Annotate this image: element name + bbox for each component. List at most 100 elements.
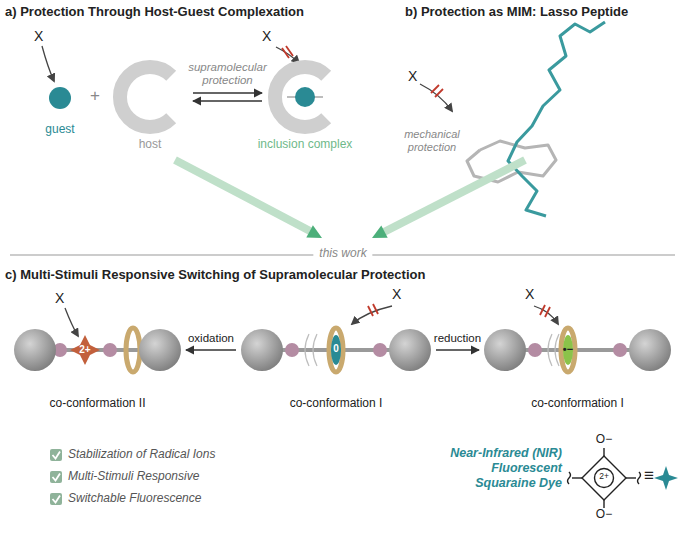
edge-label: reduction (434, 332, 481, 344)
connector-line (186, 349, 236, 350)
svg-polyline (53, 474, 61, 481)
annotation-label: Stabilization of Radical Ions (68, 448, 215, 462)
block-bars (282, 46, 293, 58)
connector-line (193, 92, 262, 93)
svg-line (572, 477, 582, 478)
svg-ellipse (126, 328, 140, 372)
blocked-arrow (420, 84, 452, 111)
annotation-label: 2+ (79, 344, 90, 356)
svg-circle (389, 329, 431, 371)
node-label: co-conformation I (531, 396, 624, 410)
merge-arrowhead (372, 225, 388, 238)
blocked-arrow (352, 306, 392, 324)
host-macrocycle: inclusion complex (267, 59, 343, 135)
attack-arrow (42, 46, 54, 81)
annotation-label: 0 (333, 343, 339, 355)
reagent-label: X (34, 28, 43, 44)
node-shape (112, 59, 188, 135)
annotation-label: Near-Infrared (NIR) Fluorescent Squarain… (430, 446, 562, 491)
svg-line (603, 500, 604, 508)
block-bars (540, 305, 550, 317)
annotation-label: Switchable Fluorescence (68, 492, 201, 506)
reagent-label: X (525, 286, 534, 302)
svg-circle (629, 329, 671, 371)
annotation-label: Multi-Stimuli Responsive (68, 470, 199, 484)
guest-circle: guest (48, 86, 72, 110)
node-shape (484, 326, 671, 374)
svg-line (626, 477, 636, 478)
lasso-tail (508, 22, 605, 216)
node-label: guest (45, 122, 74, 136)
node-label: co-conformation I (290, 396, 383, 410)
svg-ellipse (563, 335, 573, 365)
squaraine-star-icon (654, 466, 678, 490)
rotaxane: co-conformation I (484, 326, 671, 374)
svg-polyline (53, 496, 61, 503)
svg-circle (285, 343, 299, 357)
svg-rect (50, 493, 62, 505)
svg-line (431, 85, 439, 93)
blocked-arrow (534, 306, 558, 324)
equilibrium-arrow (193, 93, 262, 101)
svg-circle (295, 87, 315, 107)
lasso-ring (467, 141, 556, 182)
annotation-label: O− (596, 508, 612, 522)
svg-ellipse (331, 335, 341, 365)
svg-path (555, 334, 559, 366)
svg-path (275, 67, 326, 127)
attack-arrow (65, 308, 78, 336)
svg-line (540, 305, 545, 315)
svg-path (568, 472, 571, 484)
host-macrocycle: host (112, 59, 188, 135)
reaction-arrow (186, 350, 236, 351)
svg-circle (241, 329, 283, 371)
svg-path (638, 472, 641, 484)
svg-path (548, 334, 552, 366)
reagent-label: X (392, 286, 401, 302)
edge-label: oxidation (188, 332, 234, 344)
svg-rect (50, 449, 62, 461)
connector-line (193, 100, 262, 101)
svg-circle (484, 329, 526, 371)
svg-circle (373, 343, 387, 357)
connector-line (436, 349, 479, 350)
svg-path (70, 335, 100, 365)
node-shape (267, 59, 343, 135)
blocked-arrow (276, 47, 299, 63)
svg-ellipse (561, 328, 575, 372)
panel-title: b) Protection as MIM: Lasso Peptide (405, 5, 628, 20)
panel-title: a) Protection Through Host-Guest Complex… (5, 5, 304, 20)
node-label: inclusion complex (258, 137, 353, 151)
node-shape (48, 86, 72, 110)
panel-title: c) Multi-Stimuli Responsive Switching of… (5, 268, 425, 283)
svg-circle (613, 343, 627, 357)
annotation-label: this work (313, 247, 372, 261)
reaction-arrow (436, 350, 479, 351)
merge-arrow (384, 160, 525, 232)
svg-polygon (582, 456, 626, 500)
annotation-label: ≡ (644, 466, 654, 486)
svg-line (373, 304, 378, 314)
rotaxane: co-conformation II (14, 326, 181, 374)
edge-label: supramolecular protection (185, 61, 271, 87)
svg-circle (139, 329, 181, 371)
svg-line (368, 306, 373, 316)
node-label: host (139, 137, 162, 151)
annotation-label: + (90, 86, 100, 106)
check-icons (50, 449, 62, 505)
svg-circle (14, 329, 56, 371)
svg-circle (528, 343, 542, 357)
svg-line (286, 46, 293, 56)
merge-arrowhead (306, 225, 322, 238)
svg-path (313, 334, 317, 366)
annotation-label: O− (596, 433, 612, 447)
annotation-label: 2+ (599, 472, 609, 482)
annotation-label: •− (563, 343, 573, 356)
svg-line (545, 307, 550, 317)
svg-rect (50, 471, 62, 483)
svg-polyline (53, 452, 61, 459)
svg-path (120, 67, 171, 127)
block-bars (368, 304, 378, 316)
reagent-label: X (408, 68, 417, 84)
